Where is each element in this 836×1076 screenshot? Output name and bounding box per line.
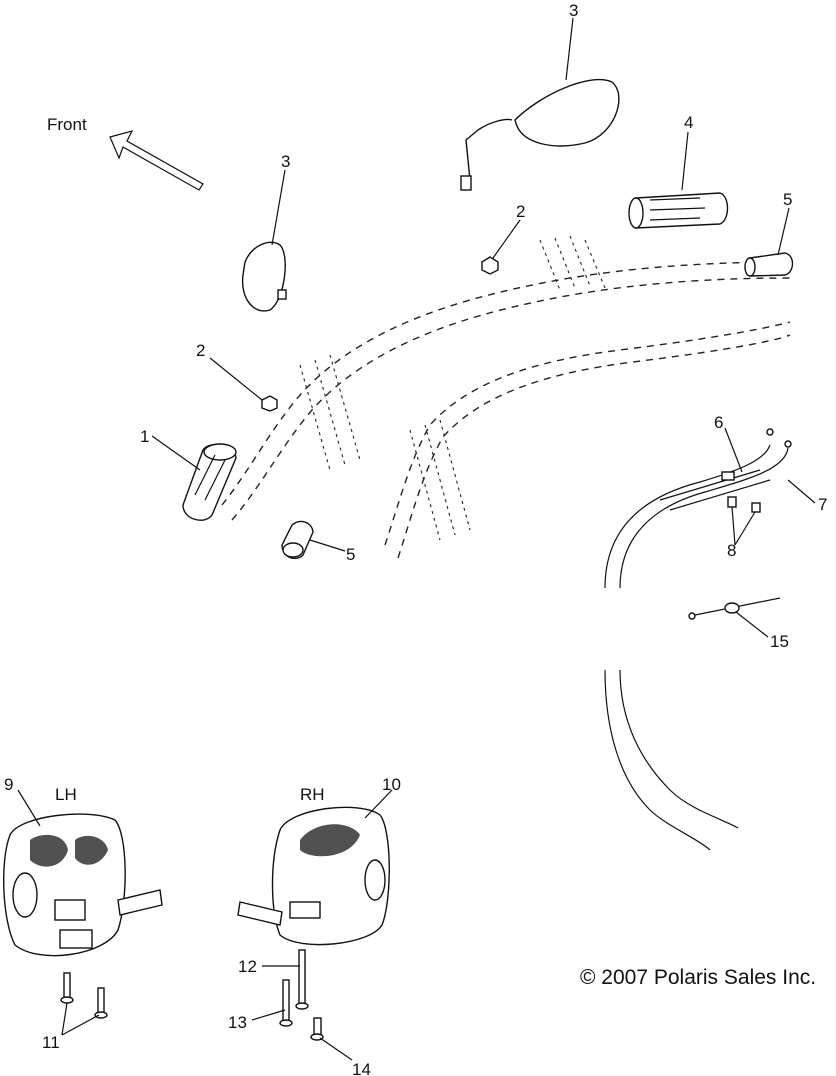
grip-right <box>628 192 729 229</box>
callout-11: 11 <box>42 1033 60 1052</box>
nut-upper <box>481 256 499 275</box>
callout-5-left: 5 <box>346 545 355 564</box>
callout-1: 1 <box>140 427 149 446</box>
switch-housing-rh <box>237 806 390 946</box>
callout-2-upper: 2 <box>516 202 525 221</box>
grip-left <box>182 443 237 521</box>
callout-13: 13 <box>228 1013 247 1032</box>
rh-label: RH <box>300 785 325 804</box>
callout-15: 15 <box>770 632 789 651</box>
callout-10: 10 <box>382 775 401 794</box>
front-label: Front <box>47 115 87 134</box>
bar-end-right <box>744 252 794 277</box>
lh-label: LH <box>55 785 77 804</box>
callout-2-lower: 2 <box>196 341 205 360</box>
throttle-cables <box>604 428 792 851</box>
mirror-left <box>241 241 287 312</box>
callout-3-top: 3 <box>569 1 578 20</box>
screws <box>60 949 324 1041</box>
callout-3-left: 3 <box>281 152 290 171</box>
bar-end-left <box>281 520 314 560</box>
callout-6: 6 <box>714 413 723 432</box>
leader-lines <box>17 17 816 1061</box>
callout-8: 8 <box>727 541 736 560</box>
callout-5-right: 5 <box>783 190 792 209</box>
callout-9: 9 <box>4 775 13 794</box>
callout-7: 7 <box>818 495 827 514</box>
nut-lower <box>261 395 278 412</box>
mirror-right <box>460 78 620 191</box>
front-arrow <box>109 130 204 191</box>
callout-4: 4 <box>684 113 693 132</box>
copyright-notice: © 2007 Polaris Sales Inc. <box>580 966 816 989</box>
callout-14: 14 <box>352 1060 371 1076</box>
switch-housing-lh <box>3 813 163 957</box>
handlebar-phantom <box>221 235 791 559</box>
callout-12: 12 <box>238 957 257 976</box>
cable-adjuster <box>688 597 781 620</box>
